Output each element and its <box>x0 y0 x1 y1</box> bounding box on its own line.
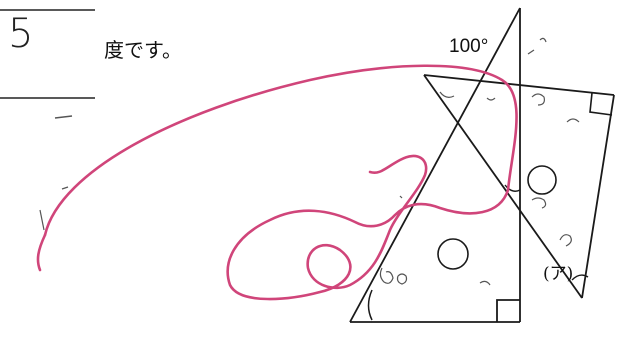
answer-value: 5 <box>8 11 34 57</box>
angle-label-a: (ア) <box>543 264 574 284</box>
angle-arc-60 <box>367 289 373 321</box>
second-triangle <box>423 74 615 299</box>
marker-scribble <box>43 64 518 301</box>
angle-circle-left <box>437 238 469 270</box>
stray-pencil-mark <box>54 115 73 119</box>
angle-arc-45 <box>571 274 589 281</box>
angle-arc-middle <box>504 184 521 192</box>
marker-scribble-tail <box>36 233 47 272</box>
top-angle-label: 100° <box>449 36 489 57</box>
pencil-annotations <box>39 37 580 286</box>
right-angle-mark-bottom <box>496 299 520 322</box>
large-triangle <box>349 7 521 323</box>
right-angle-mark-right <box>589 92 613 116</box>
answer-suffix: 度です。 <box>104 38 182 62</box>
angle-circle-right <box>527 165 557 195</box>
